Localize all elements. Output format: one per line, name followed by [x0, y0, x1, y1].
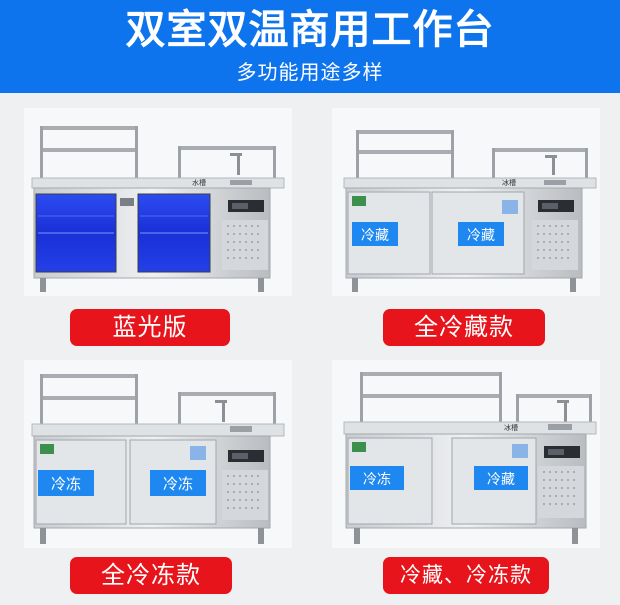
door-label-right: 冷藏 — [487, 472, 515, 488]
product-card-full-freezer[interactable]: 冷冻 冷冻 — [24, 360, 292, 548]
header-banner: 双室双温商用工作台 多功能用途多样 — [0, 0, 620, 93]
workbench-illustration: 水槽 — [24, 108, 292, 296]
door-label-right: 冷藏 — [467, 228, 495, 244]
product-card-blue-light[interactable]: 水槽 — [24, 108, 292, 296]
door-label-right: 冷冻 — [163, 475, 193, 493]
workbench-illustration: 冰槽 冷藏 冷藏 — [332, 108, 600, 296]
product-card-refrigeration-freezer[interactable]: 冰槽 冷冻 冷藏 — [332, 360, 600, 548]
product-card-full-refrigeration[interactable]: 冰槽 冷藏 冷藏 — [332, 108, 600, 296]
page-title: 双室双温商用工作台 — [125, 7, 495, 53]
door-label-left: 冷冻 — [51, 475, 81, 493]
sink-label: 冰槽 — [502, 178, 516, 187]
door-label-left: 冷冻 — [363, 471, 391, 488]
sink-label: 冰槽 — [504, 423, 518, 432]
page-subtitle: 多功能用途多样 — [236, 60, 384, 84]
product-tag-refrigeration-freezer[interactable]: 冷藏、冷冻款 — [383, 557, 549, 594]
workbench-illustration: 冰槽 冷冻 冷藏 — [332, 360, 600, 548]
product-tag-blue-light[interactable]: 蓝光版 — [70, 309, 230, 346]
workbench-illustration: 冷冻 冷冻 — [24, 360, 292, 548]
door-label-left: 冷藏 — [361, 228, 389, 244]
product-tag-full-freezer[interactable]: 全冷冻款 — [70, 557, 232, 594]
product-tag-full-refrigeration[interactable]: 全冷藏款 — [383, 309, 545, 346]
sink-label: 水槽 — [192, 178, 206, 187]
